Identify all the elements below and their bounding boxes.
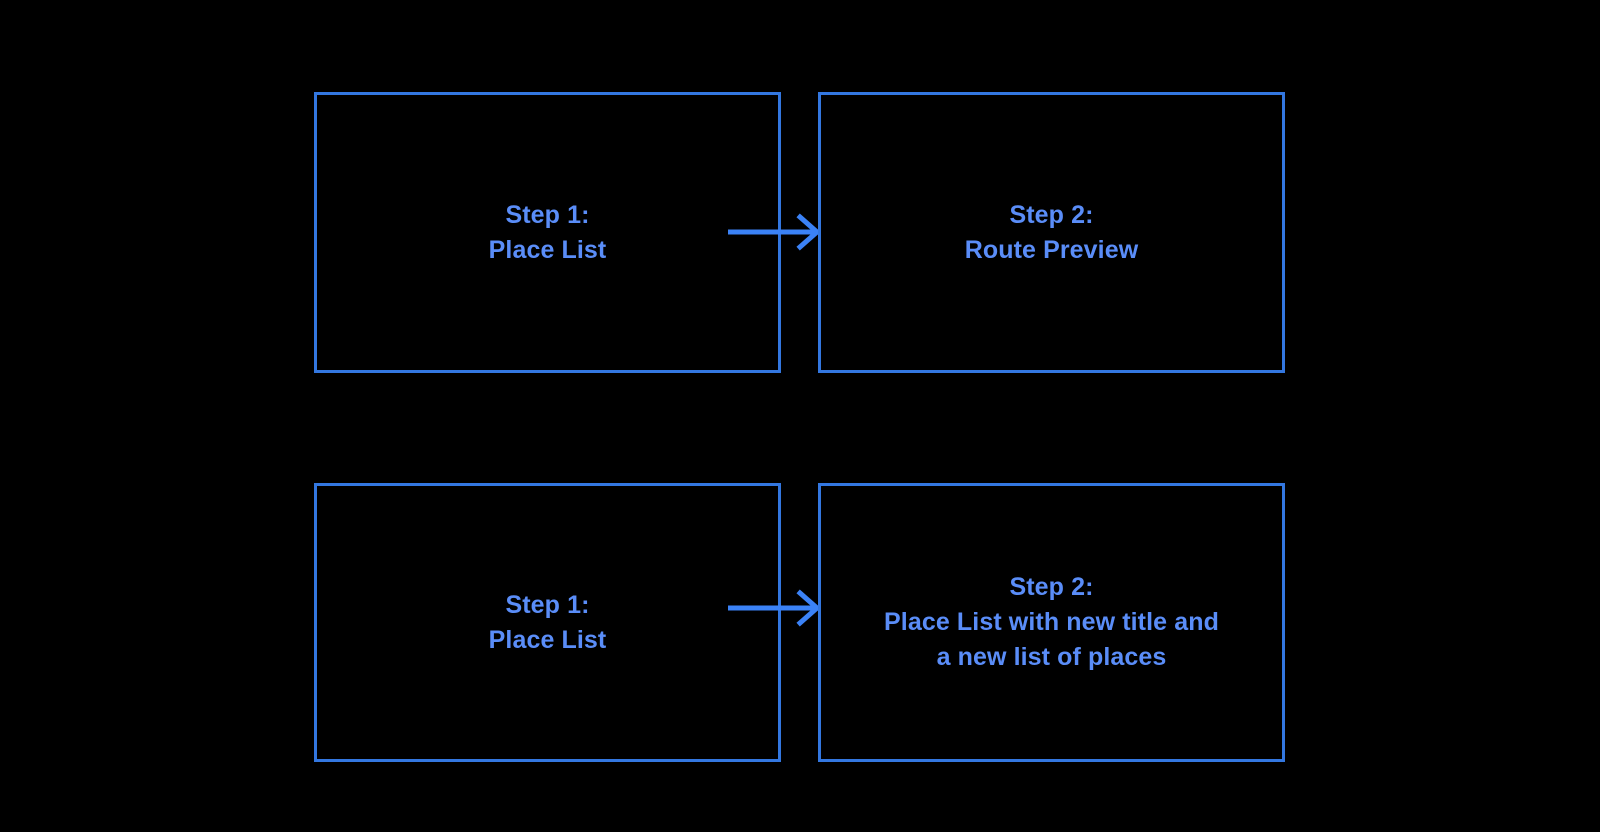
- step-box-label: Step 2: Place List with new title and a …: [884, 573, 1219, 671]
- flow-row-route-preview: Step 1: Place List Step 2: Route Preview: [0, 92, 1600, 373]
- step-box-1-place-list[interactable]: Step 1: Place List: [314, 92, 781, 373]
- flow-row-new-place-list: Step 1: Place List Step 2: Place List wi…: [0, 483, 1600, 762]
- step-box-2-new-place-list[interactable]: Step 2: Place List with new title and a …: [818, 483, 1285, 762]
- step-box-1-place-list[interactable]: Step 1: Place List: [314, 483, 781, 762]
- step-box-label: Step 1: Place List: [488, 590, 607, 654]
- step-box-label: Step 1: Place List: [488, 200, 607, 264]
- step-box-label: Step 2: Route Preview: [964, 200, 1139, 264]
- step-box-2-route-preview[interactable]: Step 2: Route Preview: [818, 92, 1285, 373]
